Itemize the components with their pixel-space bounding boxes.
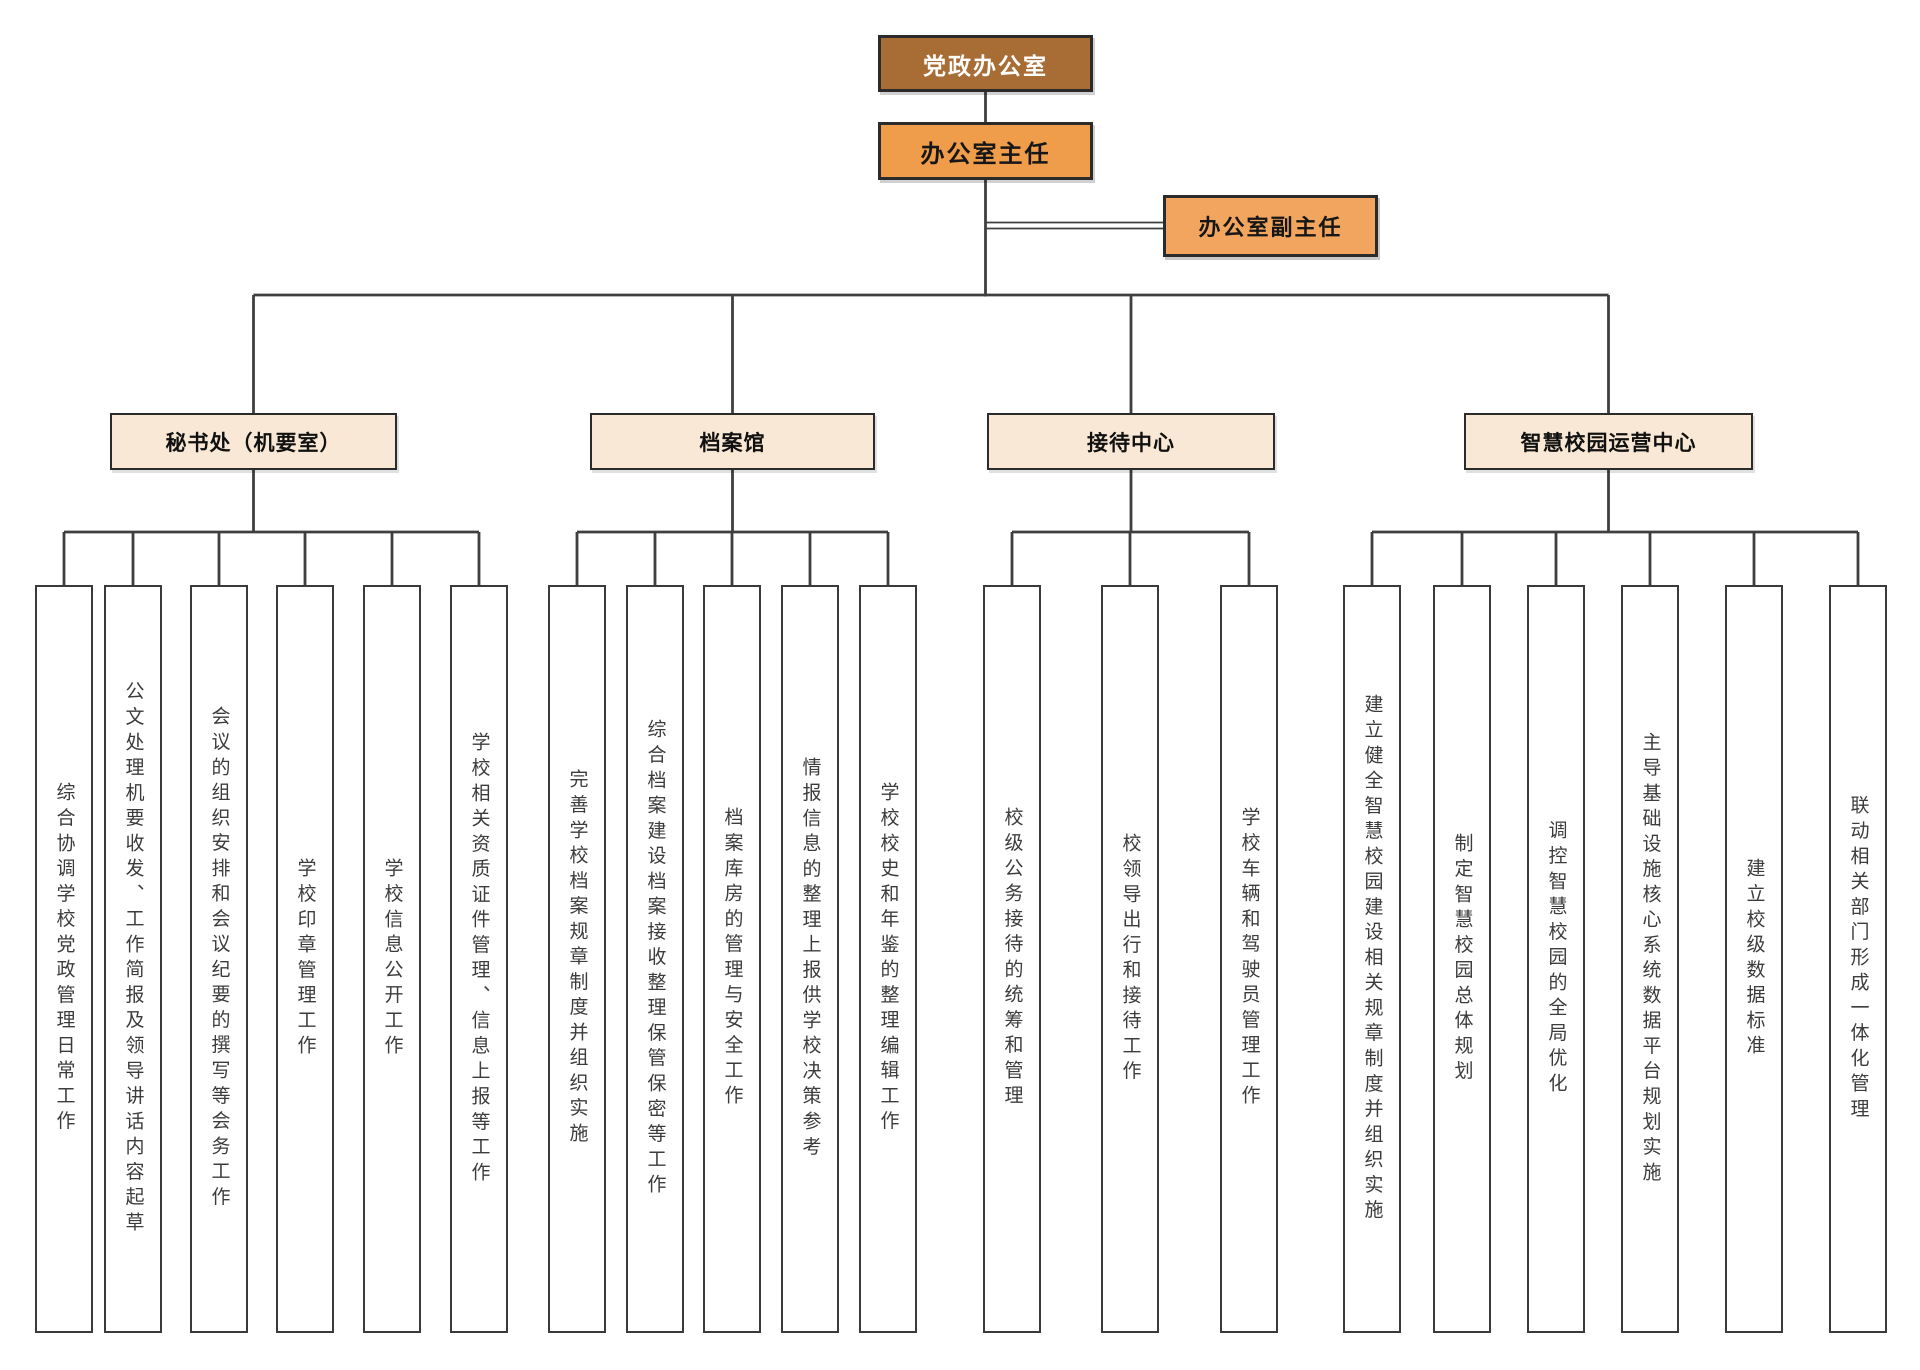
task-label: 会议的组织安排和会议纪要的撰写等会务工作 [208, 706, 230, 1212]
node-label: 党政办公室 [923, 52, 1048, 79]
dept-label: 智慧校园运营中心 [1520, 431, 1697, 455]
task-box: 公文处理机要收发、工作简报及领导讲话内容起草 [104, 585, 162, 1333]
task-label: 校领导出行和接待工作 [1119, 832, 1141, 1086]
task-label: 学校印章管理工作 [294, 857, 316, 1061]
task-box: 校领导出行和接待工作 [1101, 585, 1159, 1333]
task-label: 学校车辆和驾驶员管理工作 [1238, 807, 1260, 1111]
node-office-director: 办公室主任 [878, 122, 1093, 180]
node-label: 办公室副主任 [1198, 215, 1343, 240]
task-box: 综合档案建设档案接收整理保管保密等工作 [626, 585, 684, 1333]
task-label: 公文处理机要收发、工作简报及领导讲话内容起草 [122, 681, 144, 1237]
dept-label: 接待中心 [1087, 431, 1175, 455]
task-label: 综合档案建设档案接收整理保管保密等工作 [644, 718, 666, 1200]
dept-label: 秘书处（机要室） [165, 431, 342, 455]
task-box: 主导基础设施核心系统数据平台规划实施 [1621, 585, 1679, 1333]
task-box: 会议的组织安排和会议纪要的撰写等会务工作 [190, 585, 248, 1333]
task-label: 建立健全智慧校园建设相关规章制度并组织实施 [1361, 693, 1383, 1225]
task-label: 学校相关资质证件管理、信息上报等工作 [468, 731, 490, 1187]
dept-label: 档案馆 [699, 431, 766, 455]
task-box: 学校校史和年鉴的整理编辑工作 [859, 585, 917, 1333]
task-box: 建立健全智慧校园建设相关规章制度并组织实施 [1343, 585, 1401, 1333]
task-box: 制定智慧校园总体规划 [1433, 585, 1491, 1333]
task-label: 情报信息的整理上报供学校决策参考 [799, 756, 821, 1162]
task-label: 制定智慧校园总体规划 [1451, 832, 1473, 1086]
node-office-deputy-director: 办公室副主任 [1163, 195, 1378, 257]
dept-header-reception-center: 接待中心 [987, 413, 1275, 470]
dept-header-secretariat: 秘书处（机要室） [110, 413, 397, 470]
node-party-government-office: 党政办公室 [878, 35, 1093, 92]
task-box: 校级公务接待的统筹和管理 [983, 585, 1041, 1333]
node-label: 办公室主任 [920, 140, 1051, 168]
task-box: 综合协调学校党政管理日常工作 [35, 585, 93, 1333]
task-box: 学校车辆和驾驶员管理工作 [1220, 585, 1278, 1333]
task-label: 档案库房的管理与安全工作 [721, 807, 743, 1111]
assistant-double-line [985, 221, 1163, 230]
task-label: 综合协调学校党政管理日常工作 [53, 782, 75, 1136]
dept-header-smart-campus-center: 智慧校园运营中心 [1464, 413, 1753, 470]
task-label: 联动相关部门形成一体化管理 [1847, 794, 1869, 1124]
task-box: 完善学校档案规章制度并组织实施 [548, 585, 606, 1333]
task-box: 学校印章管理工作 [276, 585, 334, 1333]
task-box: 联动相关部门形成一体化管理 [1829, 585, 1887, 1333]
task-box: 学校信息公开工作 [363, 585, 421, 1333]
task-label: 学校校史和年鉴的整理编辑工作 [877, 782, 899, 1136]
task-box: 建立校级数据标准 [1725, 585, 1783, 1333]
task-box: 档案库房的管理与安全工作 [703, 585, 761, 1333]
task-box: 情报信息的整理上报供学校决策参考 [781, 585, 839, 1333]
task-label: 调控智慧校园的全局优化 [1545, 820, 1567, 1098]
task-box: 调控智慧校园的全局优化 [1527, 585, 1585, 1333]
task-label: 完善学校档案规章制度并组织实施 [566, 769, 588, 1149]
task-label: 主导基础设施核心系统数据平台规划实施 [1639, 731, 1661, 1187]
task-label: 校级公务接待的统筹和管理 [1001, 807, 1023, 1111]
dept-header-archives: 档案馆 [590, 413, 875, 470]
task-label: 学校信息公开工作 [381, 857, 403, 1061]
task-box: 学校相关资质证件管理、信息上报等工作 [450, 585, 508, 1333]
task-label: 建立校级数据标准 [1743, 857, 1765, 1061]
